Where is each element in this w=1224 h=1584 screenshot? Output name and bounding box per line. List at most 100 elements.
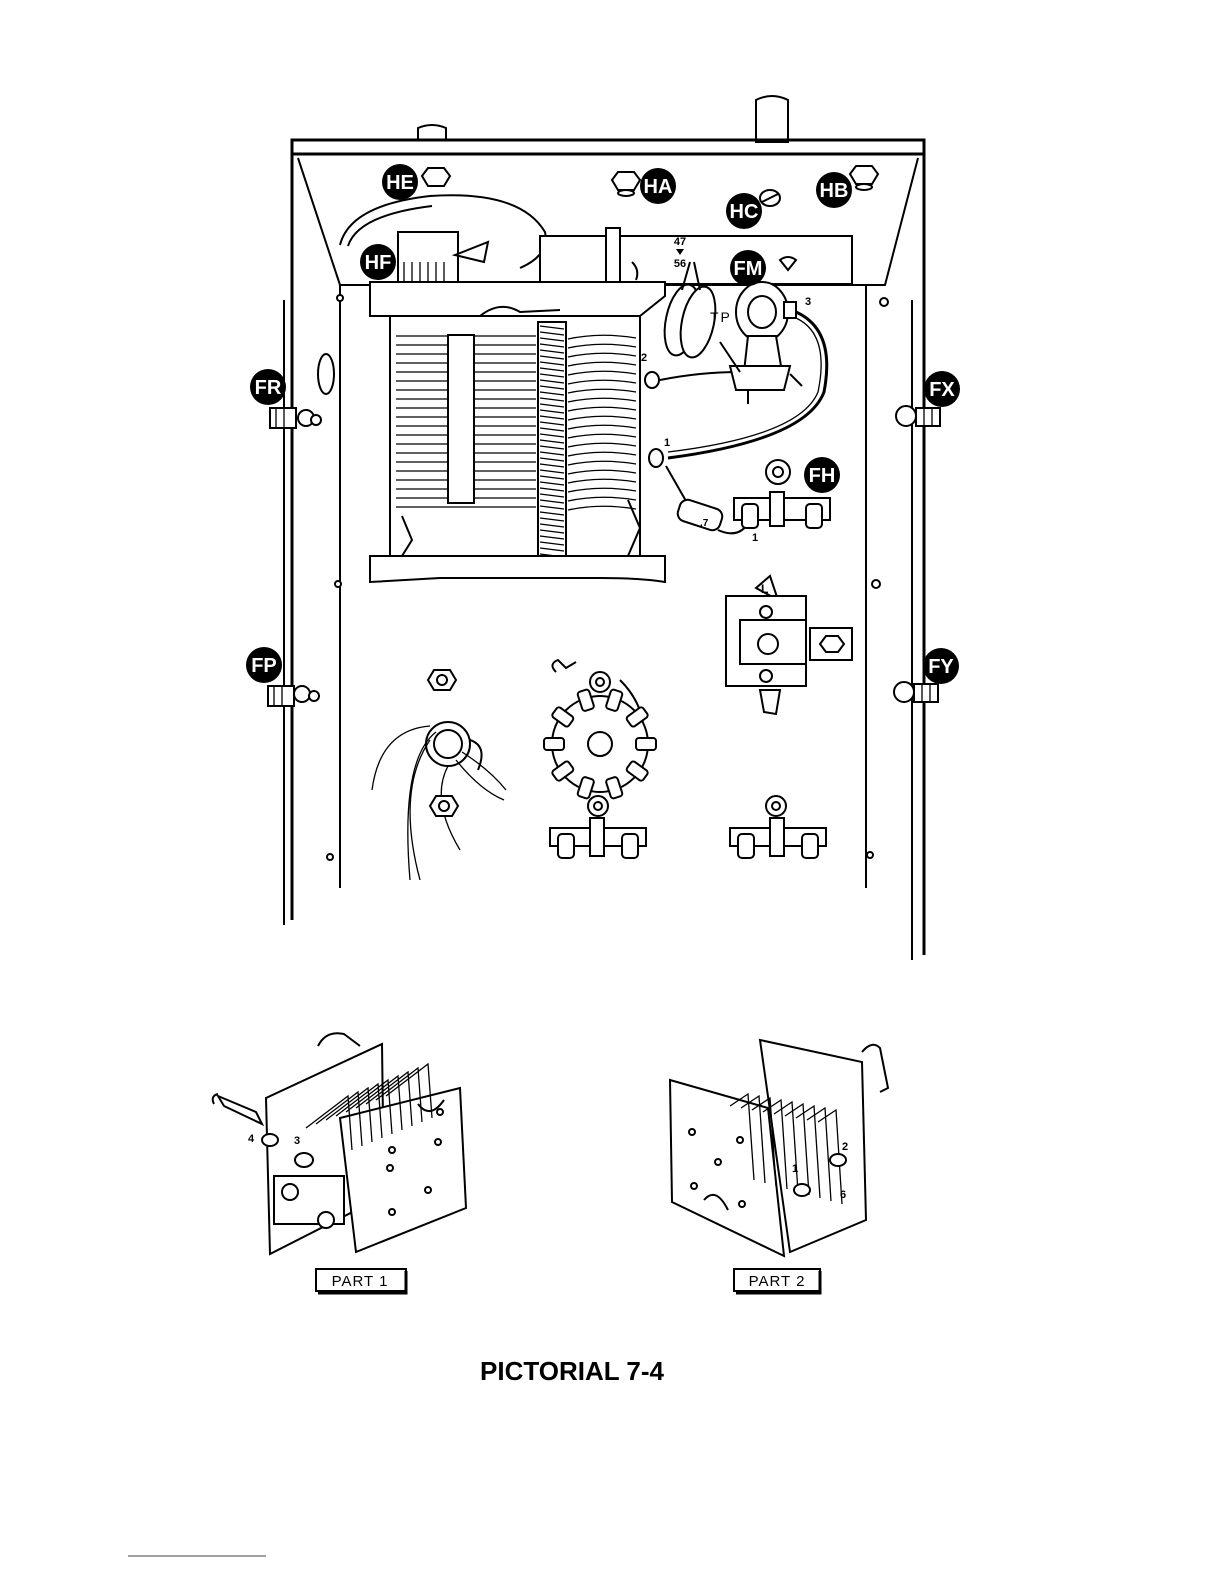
callout-hb-label: HB bbox=[820, 180, 849, 202]
strip-nut-hole bbox=[772, 802, 780, 810]
part1-rear-shaft bbox=[318, 1033, 360, 1046]
figure-caption: PICTORIAL 7-4 bbox=[480, 1356, 665, 1386]
top-shaft-large bbox=[756, 96, 788, 142]
tuning-capacitor bbox=[370, 282, 665, 582]
callout-fh: FH bbox=[804, 457, 840, 493]
label-tp: TP bbox=[710, 309, 732, 325]
grommet-wires bbox=[372, 670, 506, 880]
nut-ha bbox=[612, 172, 640, 190]
label-56: 56 bbox=[674, 258, 686, 270]
screw-head bbox=[294, 686, 310, 702]
part1-label: PART 1 bbox=[332, 1273, 389, 1290]
cap-plate-right bbox=[568, 434, 636, 438]
part1-assembly: 4 3 PART 1 bbox=[213, 1033, 466, 1293]
part1-terminal-3: 3 bbox=[294, 1135, 300, 1147]
strip-lug-center bbox=[590, 818, 604, 856]
cap-plate-right bbox=[568, 407, 636, 411]
cap-plate-right bbox=[568, 344, 636, 348]
wafer-rivet-hole bbox=[594, 802, 602, 810]
cap-lug-1 bbox=[649, 449, 663, 467]
part2-rear-shaft bbox=[862, 1045, 888, 1092]
cap-plate-right bbox=[568, 371, 636, 375]
lug-3 bbox=[784, 302, 796, 318]
callout-ha-label: HA bbox=[644, 176, 673, 198]
cap-plate-right bbox=[568, 506, 636, 510]
part2-terminal-2: 2 bbox=[842, 1141, 848, 1153]
rivet bbox=[327, 854, 333, 860]
nut-hb bbox=[850, 166, 878, 184]
dial-drive bbox=[340, 195, 852, 288]
screw-fx bbox=[896, 406, 940, 426]
label-47: 47 bbox=[674, 236, 686, 248]
switch-rivet bbox=[760, 606, 772, 618]
callout-hc: HC bbox=[726, 193, 762, 229]
strip-lug bbox=[742, 504, 758, 528]
switch-slider bbox=[758, 634, 778, 654]
cap-plate-right bbox=[568, 461, 636, 465]
terminal-strip-right bbox=[730, 796, 826, 858]
bracket-plate bbox=[540, 236, 852, 284]
cap-lug-2 bbox=[645, 372, 659, 388]
wall-grommet-hole bbox=[318, 354, 334, 394]
cap-plates bbox=[396, 335, 636, 510]
strip-lug bbox=[738, 834, 754, 858]
strip-lug-center bbox=[770, 492, 784, 526]
screw-nut bbox=[914, 684, 938, 702]
drive-pointer bbox=[455, 242, 488, 262]
cap-plate-right bbox=[568, 497, 636, 501]
callout-hb: HB bbox=[816, 172, 852, 208]
cap-plate-right bbox=[568, 380, 636, 384]
strip-lug-center bbox=[770, 818, 784, 856]
callout-hf-label: HF bbox=[365, 252, 392, 274]
callout-he: HE bbox=[382, 164, 418, 200]
label-cap-value: .7 bbox=[700, 518, 709, 529]
strip-lug bbox=[802, 834, 818, 858]
callout-fr: FR bbox=[250, 369, 286, 405]
switch-rivet bbox=[760, 670, 772, 682]
screw-washer bbox=[309, 691, 319, 701]
screw-fy bbox=[894, 682, 938, 702]
wafer-lug bbox=[636, 738, 656, 750]
capacitor-shaft bbox=[606, 228, 620, 288]
slide-switch bbox=[726, 576, 852, 714]
callout-he-label: HE bbox=[386, 172, 414, 194]
part2-label: PART 2 bbox=[749, 1273, 806, 1290]
label-l: L bbox=[761, 582, 768, 596]
callout-fh-label: FH bbox=[809, 465, 836, 487]
cap-plate-right bbox=[568, 416, 636, 420]
label-3: 3 bbox=[805, 296, 811, 308]
callout-fm: FM bbox=[730, 250, 766, 286]
cap-plate-right bbox=[568, 425, 636, 429]
wafer-switch bbox=[544, 660, 656, 858]
screw-fp bbox=[268, 686, 319, 706]
callout-fp: FP bbox=[246, 647, 282, 683]
screw-nut bbox=[916, 408, 940, 426]
part2-assembly: 1 2 6 PART 2 bbox=[670, 1040, 888, 1293]
callout-fm-label: FM bbox=[734, 258, 763, 280]
grommet-ring bbox=[470, 740, 482, 770]
callout-hf: HF bbox=[360, 244, 396, 280]
switch-bottom-lug bbox=[760, 690, 780, 714]
cap-plate-right bbox=[568, 398, 636, 402]
wafer-rivet-hole bbox=[596, 678, 604, 686]
wire-labels: 47 56 3 TP 2 1 1 .7 L bbox=[641, 236, 811, 596]
part1-lug-3 bbox=[295, 1153, 313, 1167]
washer bbox=[618, 190, 634, 196]
rivet bbox=[867, 852, 873, 858]
part2-lug-2 bbox=[830, 1154, 846, 1166]
screw-head bbox=[896, 406, 916, 426]
strip-lug bbox=[622, 834, 638, 858]
callout-fx: FX bbox=[924, 371, 960, 407]
callout-fp-label: FP bbox=[251, 655, 277, 677]
cap-plate-right bbox=[568, 470, 636, 474]
tp-wire bbox=[660, 372, 740, 380]
nut-he bbox=[422, 168, 450, 186]
cap-plate-right bbox=[568, 488, 636, 492]
rivet bbox=[880, 298, 888, 306]
nut bbox=[430, 796, 458, 816]
fh-nut-hole bbox=[773, 467, 783, 477]
wafer-lug bbox=[544, 738, 564, 750]
rivet bbox=[872, 580, 880, 588]
socket-lug bbox=[790, 374, 802, 386]
